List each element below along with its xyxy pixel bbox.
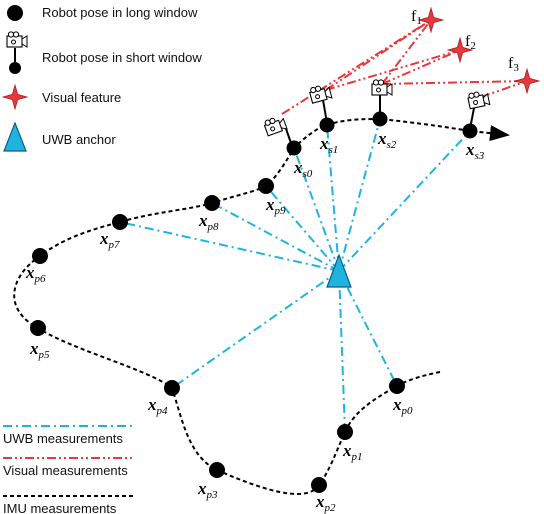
visual-line-c2-f3 — [381, 80, 528, 85]
uwb-measurements — [119, 118, 471, 433]
short-window-nodes — [286, 111, 478, 156]
legend: Robot pose in long window Robot pose in … — [2, 5, 202, 514]
feature-label-f1: f1 — [411, 8, 422, 27]
uwb-line-p9 — [265, 185, 340, 272]
imu-trajectory — [13, 117, 510, 495]
uwb-line-p7 — [119, 221, 340, 272]
uwb-line-p4 — [171, 270, 340, 389]
pose-label-s1: xs1 — [319, 134, 338, 156]
pose-label-p3: xp3 — [197, 479, 218, 501]
pose-labels: xp0 xp1 xp2 xp3 xp4 xp5 xp6 xp7 xp8 xp9 … — [25, 129, 485, 514]
pose-node-p3 — [209, 462, 225, 478]
pose-label-p9: xp9 — [265, 195, 286, 217]
legend-imu-measurements-label: IMU measurements — [3, 501, 117, 514]
pose-label-p4: xp4 — [147, 395, 168, 417]
pose-label-p6: xp6 — [25, 263, 46, 285]
pose-node-p1 — [337, 424, 353, 440]
pose-node-s2 — [372, 111, 388, 127]
camera-icon — [308, 82, 333, 104]
feature-star-icon — [418, 7, 444, 33]
uwb-line-s2 — [338, 118, 381, 272]
uwb-line-p0 — [338, 270, 398, 387]
pose-label-p2: xp2 — [315, 492, 336, 514]
pose-node-s1 — [319, 117, 335, 133]
legend-uwb-anchor-label: UWB anchor — [42, 132, 116, 147]
legend-long-window-node — [7, 5, 23, 21]
pose-node-p5 — [30, 320, 46, 336]
legend-visual-feature-star-icon — [2, 84, 28, 110]
pose-label-s0: xs0 — [293, 158, 313, 180]
pose-label-p8: xp8 — [198, 211, 219, 233]
camera-icon — [466, 89, 491, 110]
pose-node-s0 — [286, 140, 302, 156]
uwb-line-s3 — [338, 130, 471, 272]
pose-node-p6 — [32, 248, 48, 264]
uwb-line-p1 — [338, 270, 346, 433]
pose-node-p4 — [164, 380, 180, 396]
legend-uwb-measurements-label: UWB measurements — [3, 431, 123, 446]
pose-node-p9 — [258, 178, 274, 194]
pose-label-p1: xp1 — [342, 441, 363, 463]
feature-label-f2: f2 — [465, 33, 476, 52]
pose-node-p8 — [204, 195, 220, 211]
pose-node-p0 — [389, 378, 405, 394]
pose-node-p2 — [311, 477, 327, 493]
camera-icon — [262, 114, 288, 137]
feature-label-f3: f3 — [508, 55, 519, 74]
long-window-nodes — [30, 178, 405, 493]
camera-icon — [371, 79, 393, 96]
pose-label-p7: xp7 — [99, 229, 120, 251]
pose-node-s3 — [462, 123, 478, 139]
pose-label-p5: xp5 — [29, 339, 50, 361]
visual-line-c0-f1 — [281, 19, 432, 115]
legend-long-window-label: Robot pose in long window — [42, 5, 198, 20]
legend-uwb-anchor-icon — [3, 121, 27, 152]
visual-features: f1 f2 f3 — [411, 7, 540, 94]
pose-label-s3: xs3 — [465, 140, 485, 162]
uwb-line-p8 — [211, 202, 340, 272]
uwb-anchor — [326, 253, 352, 288]
visual-line-c2-f1 — [381, 19, 432, 85]
pose-label-p0: xp0 — [392, 395, 413, 417]
legend-visual-feature-label: Visual feature — [42, 90, 121, 105]
legend-short-window-node — [9, 62, 21, 74]
uwb-line-s1 — [326, 124, 340, 272]
legend-visual-measurements-label: Visual measurements — [3, 463, 128, 478]
visual-line-c1-f1 — [325, 19, 432, 91]
visual-line-c2-f2 — [381, 49, 461, 85]
pose-node-p7 — [112, 214, 128, 230]
legend-camera-icon — [6, 31, 28, 48]
uwb-line-s0 — [293, 147, 340, 272]
legend-short-window-label: Robot pose in short window — [42, 50, 202, 65]
visual-line-c3-f3 — [480, 80, 528, 98]
visual-measurements — [281, 19, 528, 115]
pose-label-s2: xs2 — [377, 129, 397, 151]
